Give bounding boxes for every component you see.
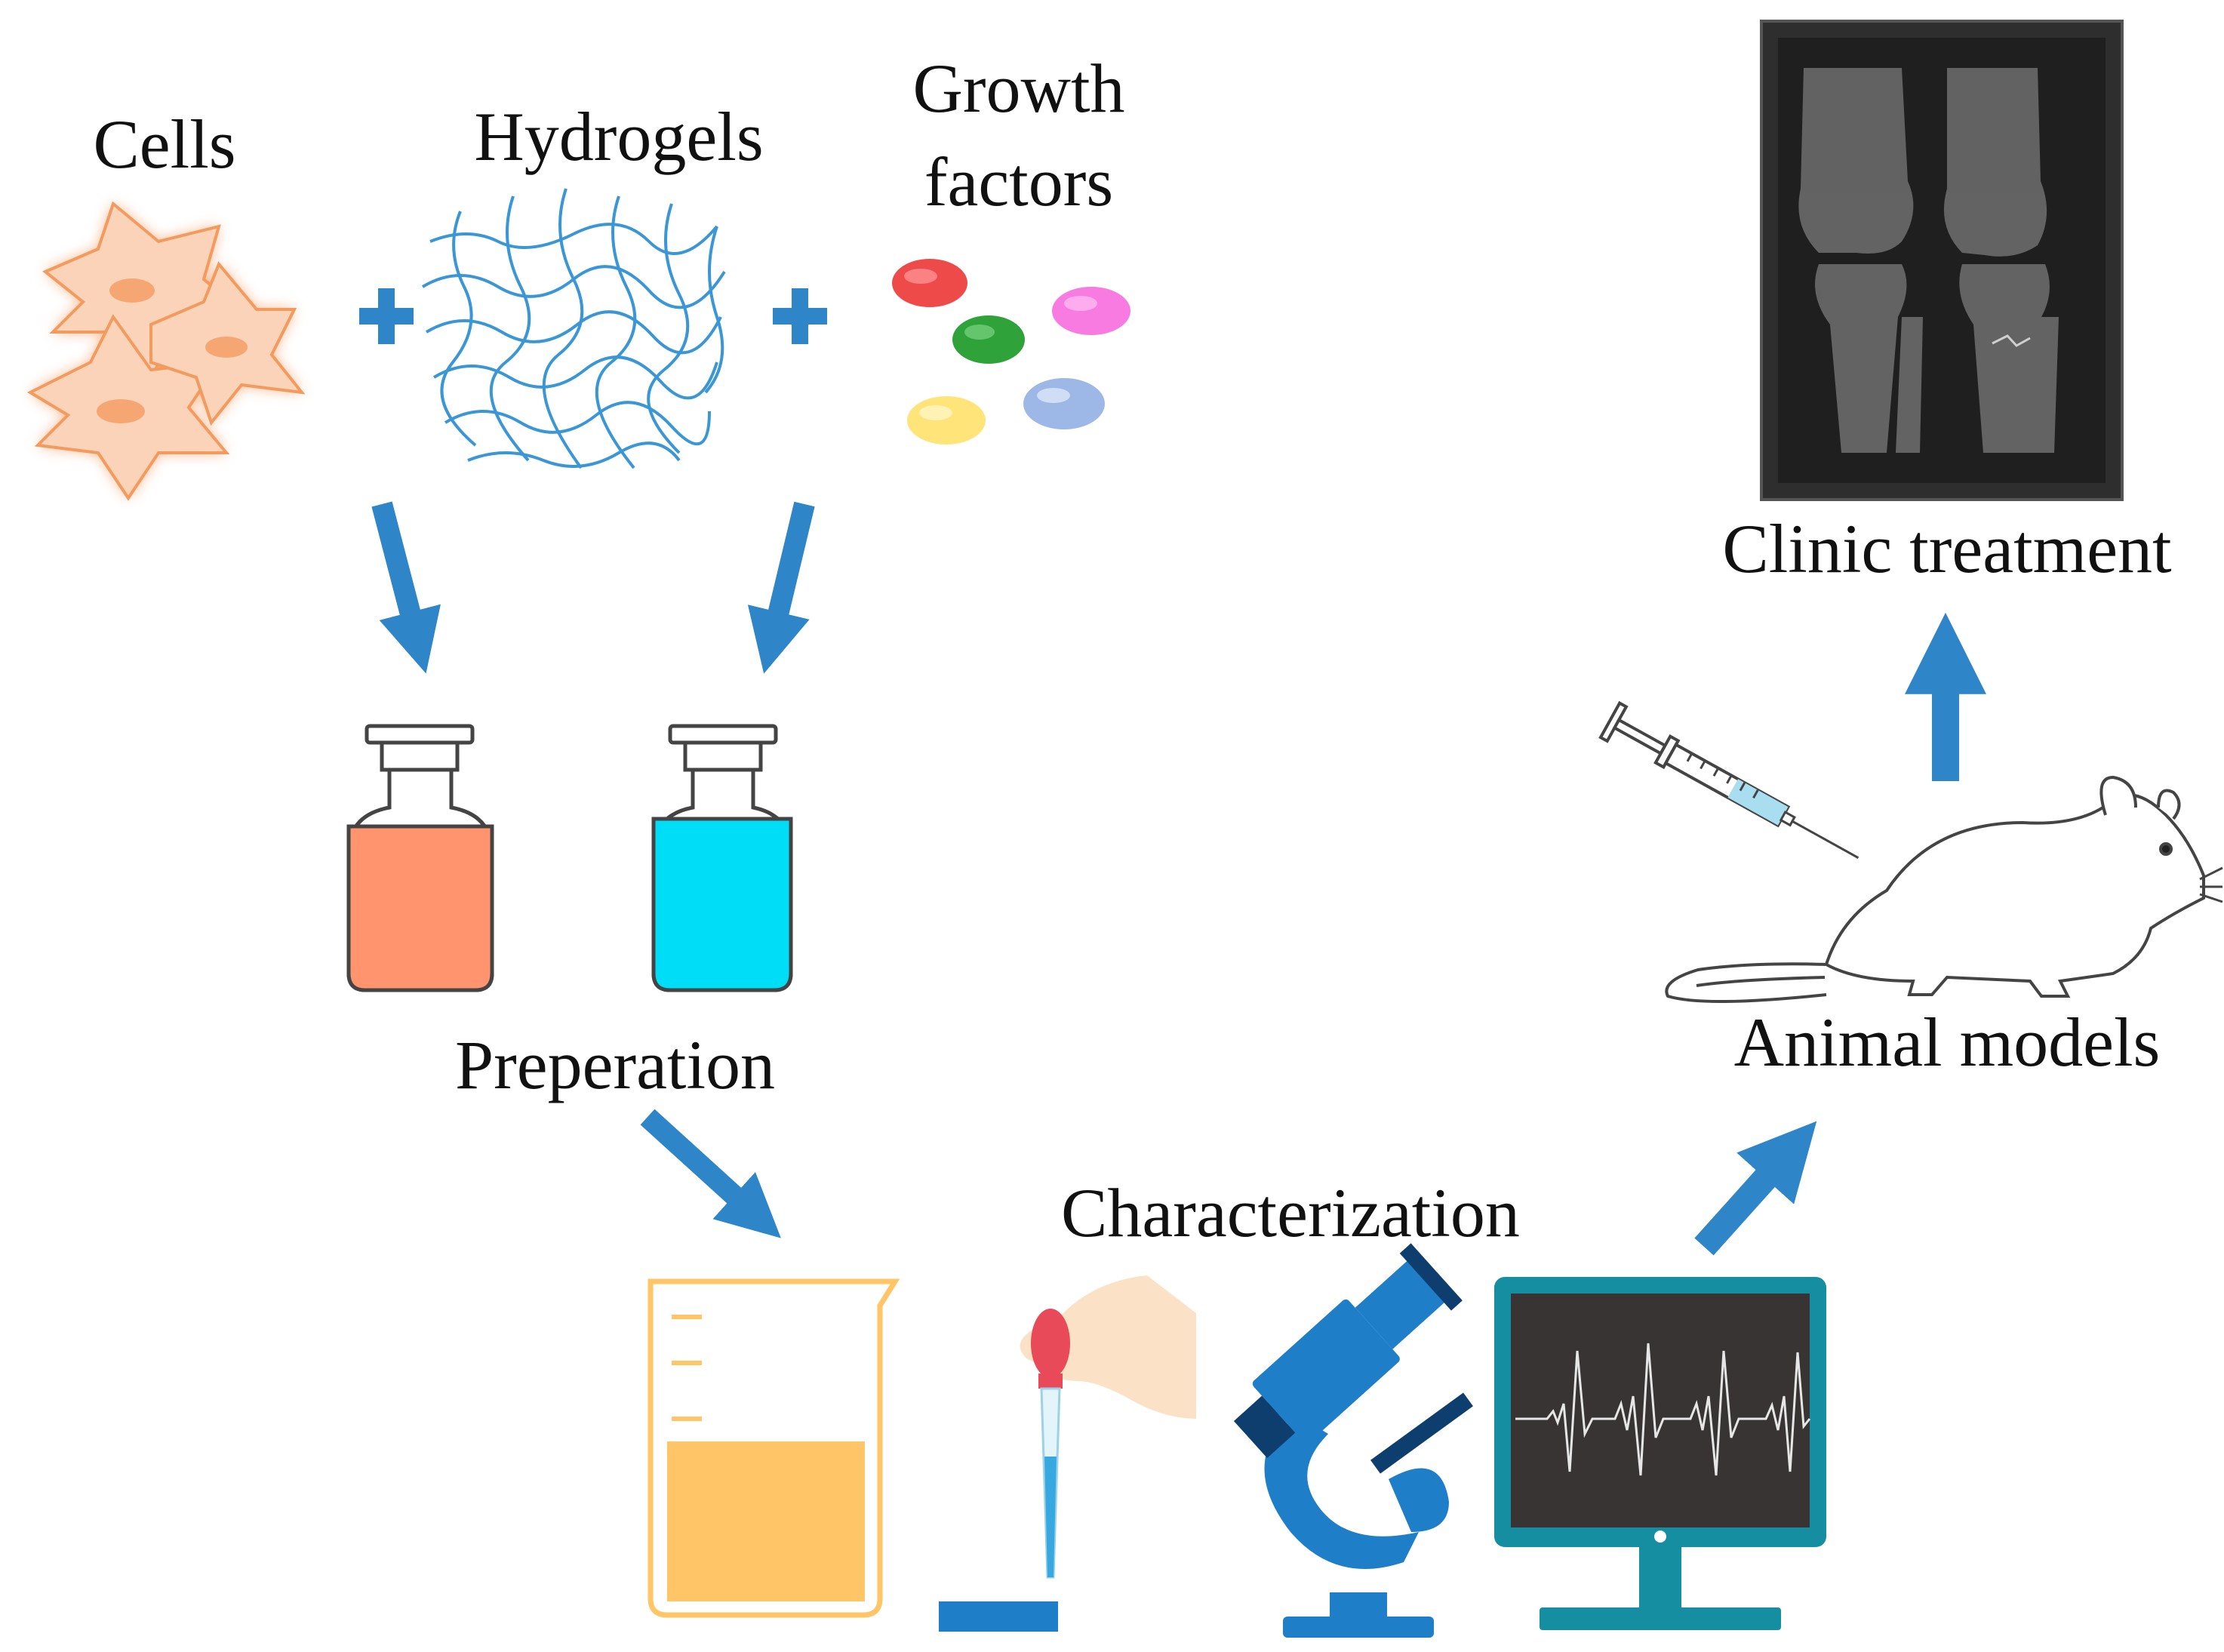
arrow-preparation-to-characterization	[640, 1109, 781, 1238]
microscope-icon	[1233, 1243, 1473, 1638]
growth-factor-beads-icon	[892, 259, 1130, 445]
xray-knee-icon	[1760, 20, 2124, 501]
preparation-label: Preperation	[455, 1026, 775, 1103]
cells-icon	[26, 201, 306, 501]
plus-icon-2	[773, 288, 827, 344]
growth-factors-label-line2: factors	[924, 143, 1113, 220]
hydrogel-mesh-icon	[421, 188, 726, 469]
plus-icon-1	[359, 288, 414, 344]
reagent-bottle-orange-icon	[346, 724, 494, 992]
pipette-hand-icon	[939, 1275, 1196, 1632]
beaker-icon	[648, 1278, 900, 1618]
characterization-label: Characterization	[1061, 1174, 1520, 1251]
clinic-treatment-label: Clinic treatment	[1722, 510, 2172, 587]
mouse-icon	[1665, 775, 2223, 1004]
animal-models-label: Animal models	[1734, 1004, 2161, 1081]
arrow-cells-to-bottle	[371, 501, 441, 674]
arrow-characterization-to-animal	[1694, 1121, 1817, 1256]
syringe-icon	[1598, 700, 1859, 859]
cells-label: Cells	[93, 106, 235, 183]
growth-factors-label-line1: Growth	[912, 50, 1124, 127]
reagent-bottle-cyan-icon	[651, 724, 793, 992]
monitor-ecg-icon	[1494, 1277, 1826, 1630]
arrow-factors-to-bottle	[747, 501, 815, 674]
hydrogels-label: Hydrogels	[474, 98, 763, 175]
